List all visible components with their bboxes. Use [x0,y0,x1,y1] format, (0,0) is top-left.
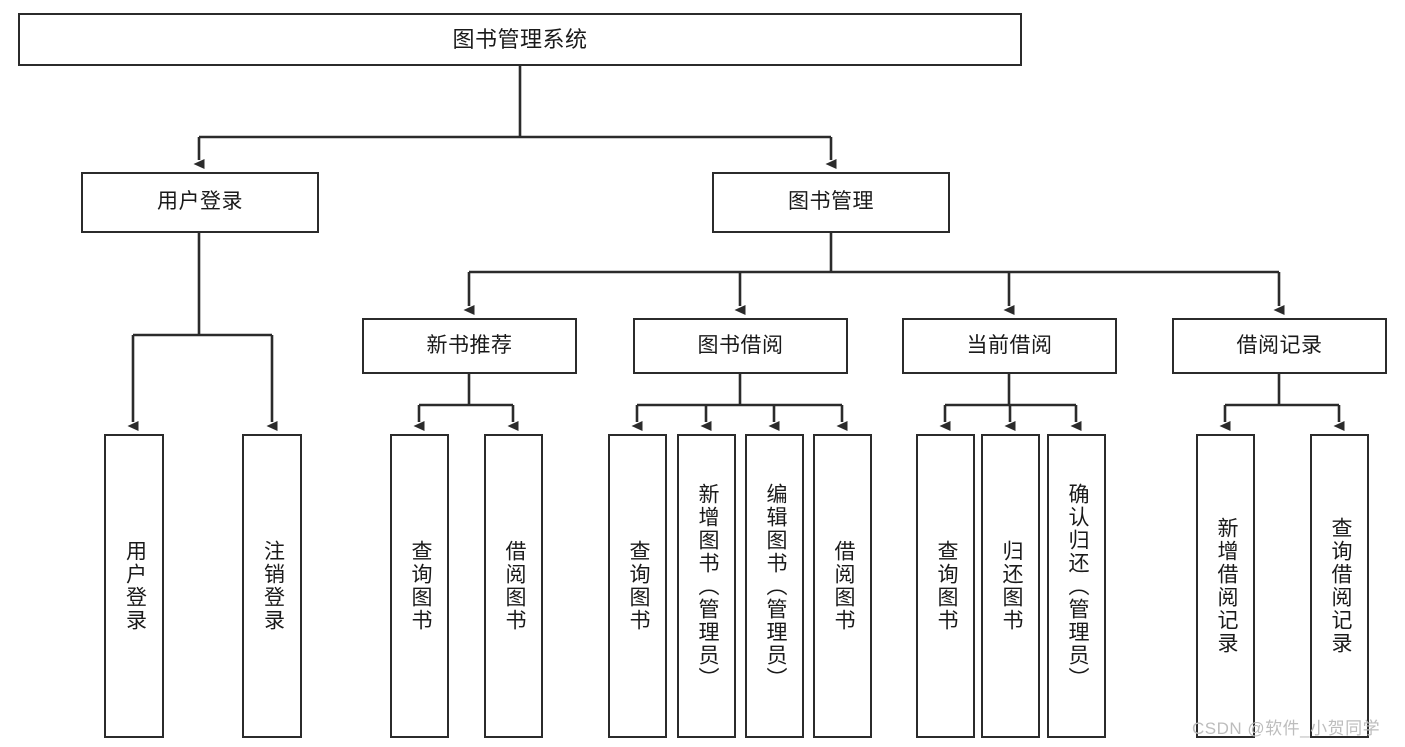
node-new-book-recommend-label: 新书推荐 [426,333,513,357]
node-user-login[interactable]: 用户登录 [81,172,319,233]
leaf-book-borrow-lend[interactable]: 借阅图书 [813,434,872,738]
leaf-borrow-record-add[interactable]: 新增借阅记录 [1196,434,1255,738]
leaf-label: 归还图书 [999,540,1023,632]
node-current-borrow-label: 当前借阅 [966,333,1053,357]
leaf-new-book-query[interactable]: 查询图书 [390,434,449,738]
leaf-book-borrow-query[interactable]: 查询图书 [608,434,667,738]
leaf-label: 查询借阅记录 [1328,517,1352,655]
leaf-current-borrow-query[interactable]: 查询图书 [916,434,975,738]
leaf-label: 借阅图书 [831,540,855,632]
node-book-management-label: 图书管理 [788,190,874,214]
leaf-label: 编辑图书（管理员） [763,482,787,690]
node-borrow-record-label: 借阅记录 [1236,333,1323,357]
node-book-management[interactable]: 图书管理 [712,172,950,233]
node-book-borrow[interactable]: 图书借阅 [633,318,848,374]
leaf-user-login-signout[interactable]: 注销登录 [242,434,302,738]
node-root-label: 图书管理系统 [452,26,588,52]
node-user-login-label: 用户登录 [157,190,243,214]
node-root[interactable]: 图书管理系统 [18,13,1022,66]
leaf-new-book-borrow[interactable]: 借阅图书 [484,434,543,738]
leaf-borrow-record-query[interactable]: 查询借阅记录 [1310,434,1369,738]
node-new-book-recommend[interactable]: 新书推荐 [362,318,577,374]
leaf-label: 注销登录 [261,540,285,632]
leaf-label: 查询图书 [626,540,650,632]
leaf-user-login-signin[interactable]: 用户登录 [104,434,164,738]
leaf-label: 确认归还（管理员） [1065,482,1089,690]
leaf-label: 查询图书 [408,540,432,632]
leaf-book-borrow-edit[interactable]: 编辑图书（管理员） [745,434,804,738]
leaf-current-borrow-return[interactable]: 归还图书 [981,434,1040,738]
leaf-label: 新增图书（管理员） [695,482,719,690]
leaf-label: 查询图书 [934,540,958,632]
node-current-borrow[interactable]: 当前借阅 [902,318,1117,374]
leaf-book-borrow-add[interactable]: 新增图书（管理员） [677,434,736,738]
node-book-borrow-label: 图书借阅 [697,333,784,357]
leaf-current-borrow-confirm[interactable]: 确认归还（管理员） [1047,434,1106,738]
csdn-watermark: CSDN @软件_小贺同学 [1192,719,1381,738]
node-borrow-record[interactable]: 借阅记录 [1172,318,1387,374]
leaf-label: 借阅图书 [502,540,526,632]
leaf-label: 用户登录 [123,540,147,632]
leaf-label: 新增借阅记录 [1214,517,1238,655]
